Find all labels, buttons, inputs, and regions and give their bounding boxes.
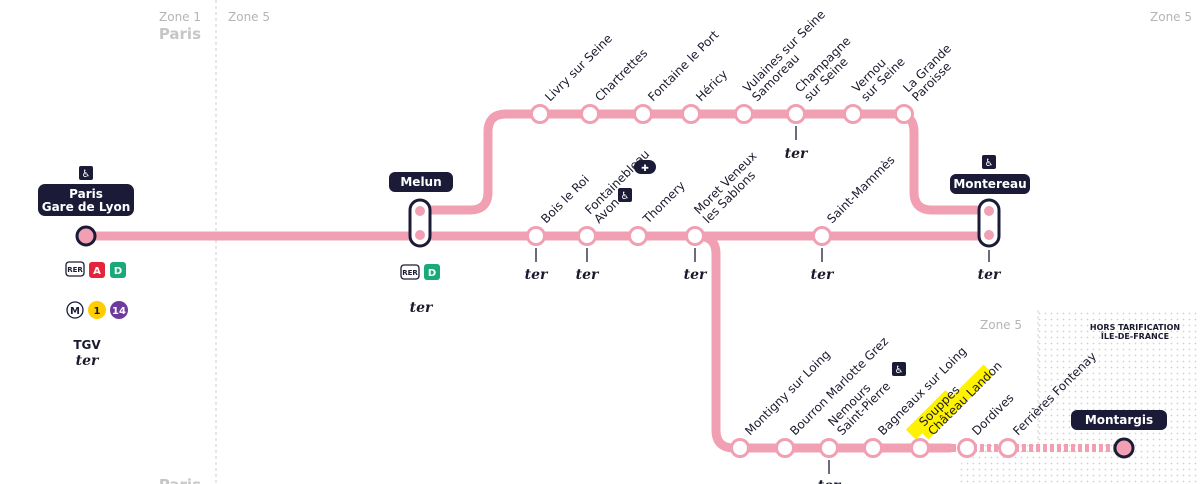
station-label-montigny: Montigny sur Loing: [742, 347, 833, 438]
svg-text:♿: ♿: [985, 158, 994, 169]
hub-dot: [984, 230, 994, 240]
bus-icon: ✚: [634, 160, 656, 174]
station-dot-dordives[interactable]: [957, 438, 977, 458]
svg-text:Gare de Lyon: Gare de Lyon: [42, 200, 131, 214]
svg-text:♿: ♿: [895, 365, 904, 376]
svg-text:Paris: Paris: [69, 187, 103, 201]
station-dot-saint-mammes[interactable]: [812, 226, 832, 246]
station-hub-montereau[interactable]: [977, 198, 1001, 248]
station-dot-hericy[interactable]: [681, 104, 701, 124]
upper-branch-stations: [530, 104, 914, 124]
svg-text:✚: ✚: [641, 164, 649, 174]
rer-d-label: D: [428, 268, 436, 279]
metro-badge: [66, 301, 84, 319]
station-dot-bourron[interactable]: [775, 438, 795, 458]
station-hub-melun[interactable]: [408, 198, 432, 248]
station-dot-vulaines[interactable]: [734, 104, 754, 124]
ter-logo: ter: [76, 353, 100, 369]
rer-badge: [65, 261, 85, 277]
station-dot-champagne[interactable]: [786, 104, 806, 124]
rer-d-label: D: [114, 266, 122, 277]
station-dot-thomery[interactable]: [628, 226, 648, 246]
zone-5-label-bottom: Zone 5: [980, 318, 1022, 332]
hors-tarification-area: [960, 310, 1200, 484]
hors-tarification-label-2: ÎLE-DE-FRANCE: [1101, 330, 1169, 341]
hub-dot: [415, 206, 425, 216]
rer-badge: [400, 264, 420, 280]
hub-dot: [984, 206, 994, 216]
ter-logo: ter: [684, 267, 708, 283]
station-dot-fontainebleau[interactable]: [577, 226, 597, 246]
station-dot-souppes[interactable]: [910, 438, 930, 458]
station-label-dordives: Dordives: [969, 391, 1016, 438]
southern-branch-stations: [730, 438, 1018, 458]
station-label-thomery: Thomery: [640, 178, 688, 226]
metro-14-label: 14: [112, 306, 126, 317]
metro-14-badge: [110, 301, 128, 319]
rer-d-badge: [110, 262, 126, 278]
ter-logo: ter: [978, 267, 1002, 283]
zone-5-label-left: Zone 5: [228, 10, 270, 24]
station-label-hericy: Héricy: [693, 67, 730, 104]
svg-text:♿: ♿: [621, 191, 630, 202]
zone-5-label-right: Zone 5: [1150, 10, 1192, 24]
station-dot-livry[interactable]: [530, 104, 550, 124]
svg-text:Melun: Melun: [400, 175, 441, 189]
rer-a-badge: [89, 262, 105, 278]
station-dot-fontaine-le-port[interactable]: [633, 104, 653, 124]
ter-logo: ter: [525, 267, 549, 283]
southern-branch-track: [692, 231, 955, 453]
ter-connections: [535, 126, 990, 474]
main-line-labels: Bois le Roi Fontainebleau Avon Thomery M…: [538, 147, 897, 227]
paris-connections: RER A D M 1 14 TGV ter: [65, 261, 128, 369]
ter-logo: ter: [410, 300, 434, 316]
station-label-saint-mammes: Saint-Mammès: [824, 153, 897, 226]
hub-dot: [415, 230, 425, 240]
bottom-city-label: Paris: [159, 476, 201, 484]
ter-logo: ter: [818, 478, 842, 484]
wheelchair-icon: ♿: [79, 166, 93, 180]
souppes-highlight: [905, 364, 994, 440]
station-dot-ferrieres[interactable]: [998, 438, 1018, 458]
station-dot-bagneaux[interactable]: [863, 438, 883, 458]
upper-branch-labels: Livry sur Seine Chartrettes Fontaine le …: [542, 7, 954, 104]
wheelchair-icon: ♿: [982, 155, 996, 169]
wheelchair-icon: ♿: [892, 362, 906, 376]
station-label-bois: Bois le Roi: [538, 172, 592, 226]
melun-label[interactable]: Melun: [389, 172, 453, 192]
station-dot-moret[interactable]: [685, 226, 705, 246]
rer-d-badge: [424, 264, 440, 280]
ter-logo: ter: [811, 267, 835, 283]
station-dot-montigny[interactable]: [730, 438, 750, 458]
svg-text:Montereau: Montereau: [953, 177, 1026, 191]
rer-badge-label: RER: [67, 266, 83, 274]
svg-text:♿: ♿: [82, 169, 91, 180]
station-dot-nemours[interactable]: [819, 438, 839, 458]
paris-gare-de-lyon-label[interactable]: Paris Gare de Lyon: [38, 184, 134, 216]
station-dot-paris-gare-de-lyon[interactable]: [75, 225, 97, 247]
melun-connections: RER D ter: [400, 264, 440, 316]
metro-1-badge: [88, 301, 106, 319]
rer-a-label: A: [93, 266, 101, 277]
svg-text:Montargis: Montargis: [1085, 413, 1153, 427]
rer-badge-label: RER: [402, 269, 418, 277]
ter-logo: ter: [576, 267, 600, 283]
main-line-stations: [526, 226, 832, 246]
tgv-label: TGV: [73, 338, 101, 352]
zone-1-label: Zone 1: [159, 10, 201, 24]
montereau-label[interactable]: Montereau: [950, 174, 1030, 194]
station-dot-bois-le-roi[interactable]: [526, 226, 546, 246]
hors-tarification-label: HORS TARIFICATION: [1090, 323, 1180, 332]
metro-1-label: 1: [94, 306, 101, 317]
zone-1-city: Paris: [159, 25, 201, 43]
station-dot-la-grande-paroisse[interactable]: [894, 104, 914, 124]
metro-badge-label: M: [70, 306, 80, 317]
montargis-label[interactable]: Montargis: [1071, 410, 1167, 430]
wheelchair-icon: ♿: [618, 188, 632, 202]
station-dot-vernou[interactable]: [843, 104, 863, 124]
ter-logo: ter: [785, 146, 809, 162]
station-dot-chartrettes[interactable]: [580, 104, 600, 124]
station-dot-montargis[interactable]: [1113, 437, 1135, 459]
